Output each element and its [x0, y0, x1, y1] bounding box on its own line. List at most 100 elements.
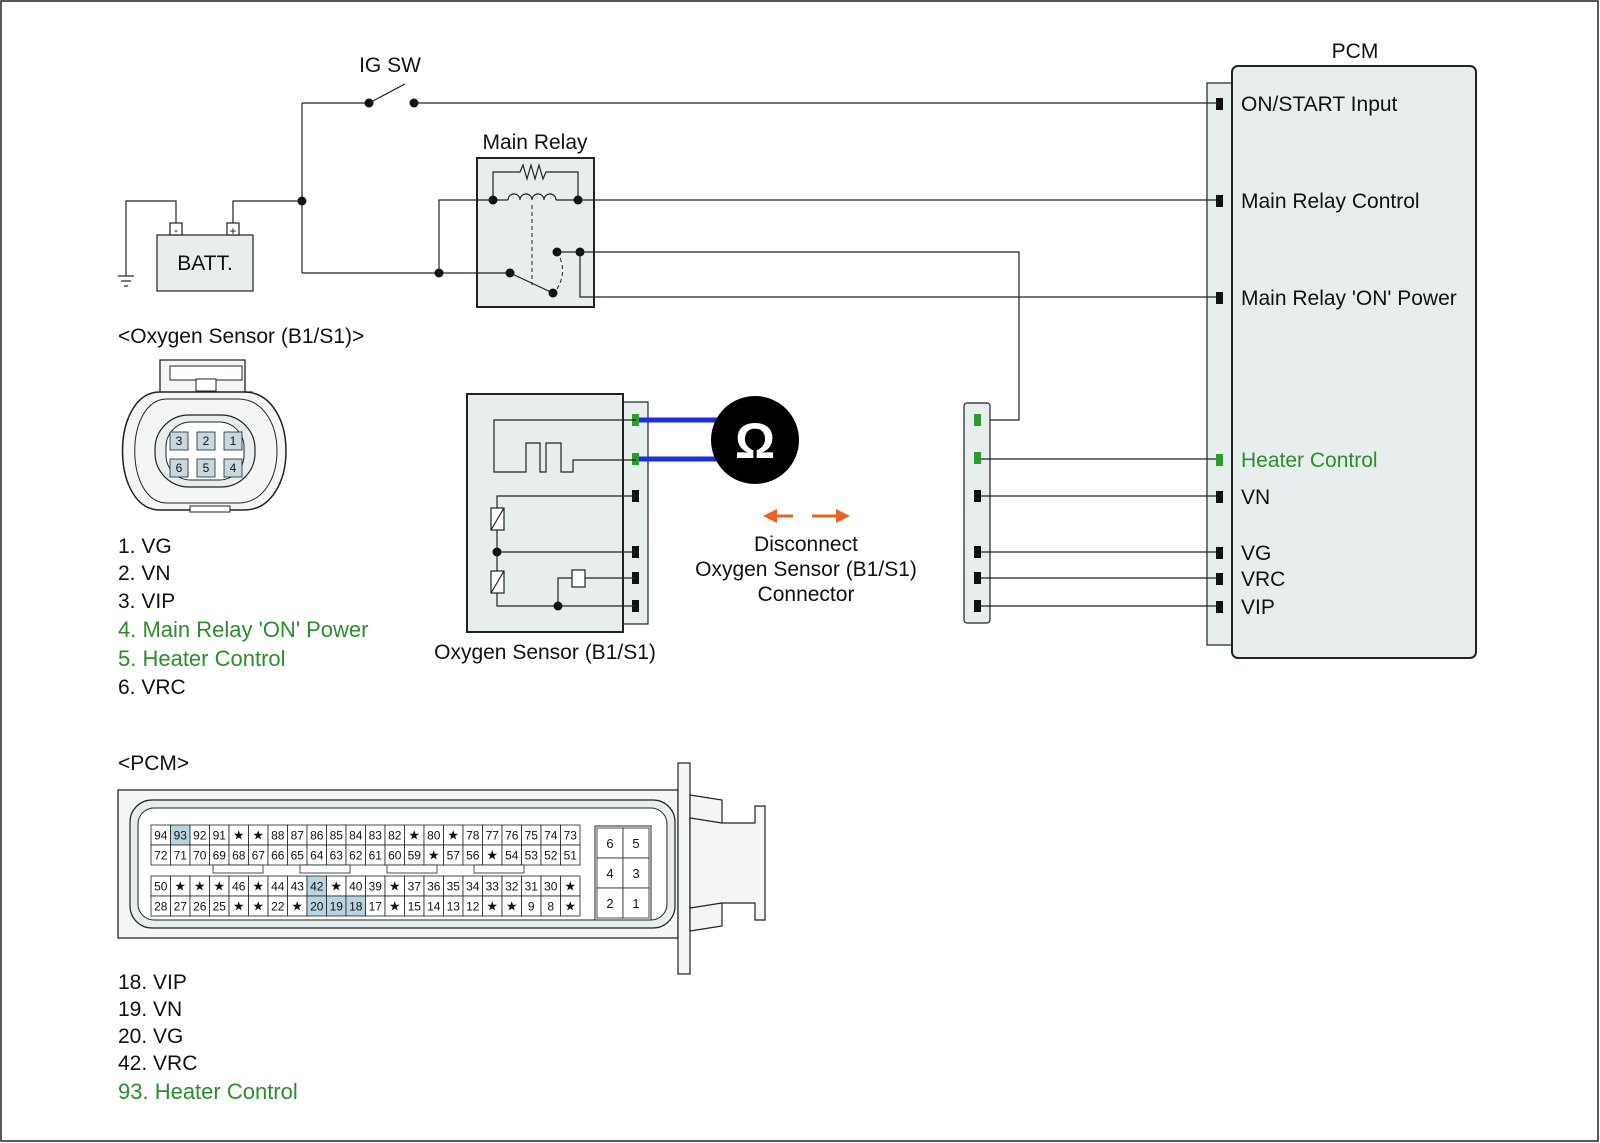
pcm-pin-label: 74: [544, 829, 558, 843]
pcm-pin-cell: [560, 895, 581, 917]
pcm-pin-label: 56: [466, 849, 480, 863]
pcm-terminal-on-start: [1216, 98, 1223, 110]
o2-sensor-body: [466, 393, 624, 633]
pcm-pin-label: 65: [291, 849, 305, 863]
pcm-body: [1231, 65, 1477, 659]
main-relay: Main Relay: [476, 131, 595, 308]
pcm-pin-label: ★: [252, 899, 264, 914]
pcm-pin-label: ★: [447, 828, 459, 843]
pcm-pin-label: 63: [330, 849, 344, 863]
pcm-pin-label: 50: [154, 880, 168, 894]
pcm-pin-list-item: 93. Heater Control: [118, 1079, 298, 1104]
battery-body: [156, 234, 254, 292]
pcm-pin-label: 25: [213, 900, 227, 914]
pcm-pin-label: 12: [466, 900, 480, 914]
pcm-small-pin-label: 3: [632, 866, 639, 881]
pcm-pin-label: ★: [428, 848, 440, 863]
pcm-pin-label: ★: [233, 899, 245, 914]
pcm-pin-label: ★: [213, 879, 225, 894]
pcm-pin-label: ★: [252, 828, 264, 843]
pcm-pin-on-start-label: ON/START Input: [1241, 93, 1398, 116]
disconnect-instruction: Disconnect Oxygen Sensor (B1/S1) Connect…: [695, 533, 917, 606]
battery: - + BATT.: [118, 200, 302, 292]
pcm-small-pin-label: 4: [606, 866, 613, 881]
pcm-pin-label: 37: [408, 880, 422, 894]
instruction-line-1: Disconnect: [754, 533, 858, 556]
pcm-pin-label: 30: [544, 880, 558, 894]
pcm-pin-label: ★: [389, 879, 401, 894]
pcm-pin-label: ★: [174, 879, 186, 894]
pcm-pin-label: 15: [408, 900, 422, 914]
o2-pin-list-item: 2. VN: [118, 562, 171, 585]
pcm-pin-label: 61: [369, 849, 383, 863]
heater-element-icon: [493, 419, 636, 473]
o2-pin-label: 2: [203, 434, 210, 448]
pcm-pin-label: 43: [291, 880, 305, 894]
pcm-pin-label: 82: [388, 829, 402, 843]
pcm-pin-label: ★: [564, 879, 576, 894]
ohm-symbol: Ω: [735, 413, 775, 469]
pcm-pin-label: ★: [486, 848, 498, 863]
pcm-title: PCM: [1332, 40, 1379, 63]
o2-connector-title: <Oxygen Sensor (B1/S1)>: [118, 325, 364, 348]
pcm-pin-label: 67: [252, 849, 266, 863]
pcm-pin-label: 73: [564, 829, 578, 843]
pcm-pin-label: ★: [486, 899, 498, 914]
pcm-pin-label: 53: [525, 849, 539, 863]
pcm-pin-label: ★: [564, 899, 576, 914]
o2-sensor-connector-strip: [621, 401, 649, 625]
instruction-line-3: Connector: [758, 583, 855, 606]
pcm-pin-label: 71: [174, 849, 188, 863]
battery-plus: +: [229, 224, 236, 238]
pcm-pin-label: 78: [466, 829, 480, 843]
pcm-pin-label: 87: [291, 829, 305, 843]
pcm-pin-label: 32: [505, 880, 519, 894]
pcm-pin-label: 9: [528, 900, 535, 914]
pcm-pin-label: 91: [213, 829, 227, 843]
pcm-pin-label: 13: [447, 900, 461, 914]
pcm-connector-title: <PCM>: [118, 752, 189, 775]
relay-coil-icon: [507, 193, 557, 201]
pcm-pin-label: 39: [369, 880, 383, 894]
o2-pin-label: 4: [230, 461, 237, 475]
pcm-pin-label: 22: [271, 900, 285, 914]
pcm-connector-strip: [1206, 82, 1236, 646]
pcm-pin-heater-control-label: Heater Control: [1241, 449, 1378, 472]
pcm-pin-label: 60: [388, 849, 402, 863]
pcm-small-pin-cell: [622, 887, 650, 919]
pcm-pin-label: 86: [310, 829, 324, 843]
pcm-pin-label: 59: [408, 849, 422, 863]
pcm-pin-label: ★: [233, 828, 245, 843]
pcm-pin-list-item: 19. VN: [118, 998, 182, 1021]
pcm-pin-list-item: 18. VIP: [118, 971, 187, 994]
pcm-small-pin-cell: [596, 827, 624, 859]
pcm-pin-main-relay-power-label: Main Relay 'ON' Power: [1241, 287, 1457, 310]
pcm-pin-main-relay-control-label: Main Relay Control: [1241, 190, 1420, 213]
pcm-pin-cell: [560, 844, 581, 866]
pcm-pin-label: 36: [427, 880, 441, 894]
o2-connector-pin-grid: 3 2 1 6 5 4: [169, 431, 243, 478]
pcm-pin-label: 19: [330, 900, 344, 914]
pcm-pin-list-item: 42. VRC: [118, 1052, 197, 1075]
pcm-pin-label: 93: [174, 829, 188, 843]
pcm-module: PCM ON/START Input Main Relay Control Ma…: [1206, 40, 1477, 659]
pcm-terminal-vn: [1216, 491, 1223, 503]
pcm-pin-vrc-label: VRC: [1241, 568, 1285, 591]
pcm-pin-label: 62: [349, 849, 363, 863]
pcm-pin-label: 75: [525, 829, 539, 843]
pcm-pin-label: 52: [544, 849, 558, 863]
pcm-small-pin-label: 5: [632, 836, 639, 851]
pcm-pin-label: 28: [154, 900, 168, 914]
ohmmeter: Ω: [639, 396, 799, 484]
pcm-pin-label: 69: [213, 849, 227, 863]
o2-pin-list-item: 6. VRC: [118, 676, 186, 699]
pcm-terminal-vg: [1216, 547, 1223, 559]
pcm-pin-label: 8: [547, 900, 554, 914]
pcm-pin-label: 35: [447, 880, 461, 894]
pcm-pin-label: 85: [330, 829, 344, 843]
